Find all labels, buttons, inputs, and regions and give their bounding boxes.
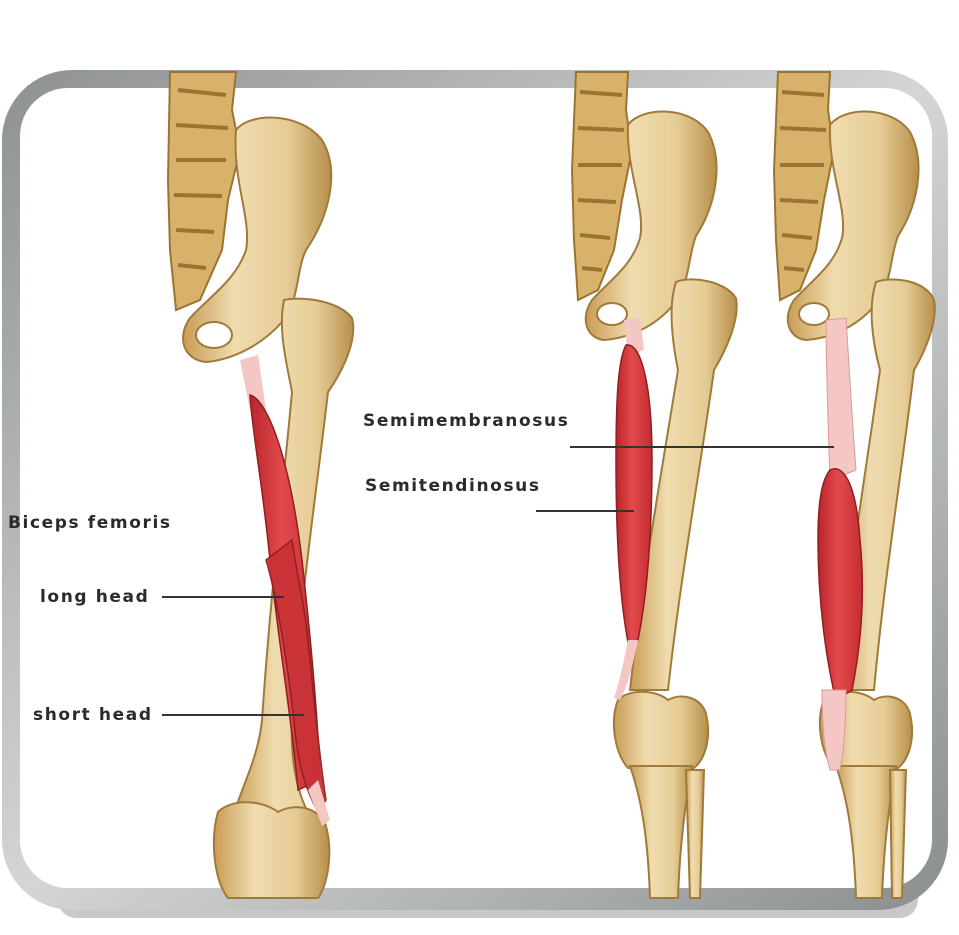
left-pelvis: [182, 116, 333, 364]
left-spine: [166, 71, 242, 312]
left-leg-figure: [166, 71, 355, 899]
semitendinosus-label: Semitendinosus: [365, 476, 541, 496]
long-head-label: long head: [40, 587, 150, 607]
biceps-femoris-short-head: [265, 538, 327, 814]
semimembranosus-muscle: [817, 468, 864, 702]
short-head-label: short head: [33, 705, 153, 725]
semimembranosus-label: Semimembranosus: [363, 411, 570, 431]
right-leg-figure: [772, 71, 936, 899]
left-knee: [212, 801, 331, 899]
middle-knee: [612, 690, 710, 769]
biceps-femoris-label: Biceps femoris: [8, 513, 172, 533]
middle-leg-figure: [570, 71, 738, 899]
leader-lines: [162, 446, 834, 716]
middle-femur: [628, 278, 738, 691]
